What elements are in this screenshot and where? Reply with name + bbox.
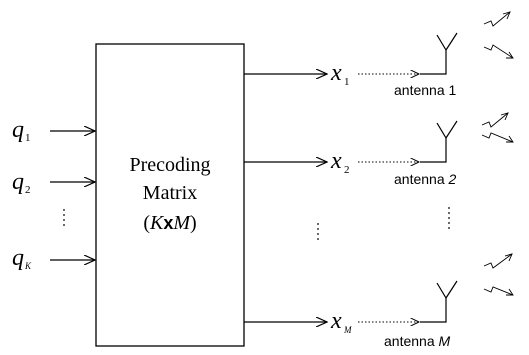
output-x1-symbol: x: [330, 60, 342, 86]
antenna-M-radio-wave-icons: [483, 253, 514, 296]
antenna-vertical-ellipsis: [448, 207, 450, 229]
output-x1: x 1: [244, 60, 419, 88]
input-q2: q 2: [12, 169, 95, 196]
input-q2-symbol: q: [12, 169, 24, 195]
output-x1-subscript: 1: [344, 76, 350, 88]
input-q2-subscript: 2: [25, 184, 31, 196]
input-q1: q 1: [12, 117, 95, 144]
input-qK-symbol: q: [12, 245, 24, 271]
antenna-1-label: antenna 1: [394, 82, 457, 98]
output-xM-symbol: x: [330, 308, 342, 334]
antenna-2-radio-wave-icons: [481, 112, 514, 143]
antenna-1: antenna 1: [394, 11, 514, 98]
input-qK-subscript: K: [24, 261, 32, 271]
output-xM-subscript: M: [343, 325, 352, 335]
antenna-M-icon: [420, 280, 458, 323]
antenna-2: antenna 2: [394, 112, 514, 187]
input-qK: q K: [12, 245, 95, 271]
input-q1-symbol: q: [12, 117, 24, 143]
antenna-2-icon: [420, 120, 458, 163]
output-vertical-ellipsis: [317, 223, 319, 240]
output-xM: x M: [244, 308, 419, 335]
antenna-2-label: antenna 2: [394, 171, 457, 187]
matrix-label-line1: Precoding: [129, 154, 210, 176]
precoding-matrix-box: [95, 43, 245, 347]
output-x2-symbol: x: [330, 148, 342, 174]
matrix-dimension-label: (KxM): [143, 212, 196, 234]
input-q1-subscript: 1: [25, 132, 31, 144]
antenna-M: antenna M: [384, 253, 514, 349]
antenna-M-label: antenna M: [384, 333, 451, 349]
input-vertical-ellipsis: [63, 209, 65, 226]
matrix-label-line2: Matrix: [143, 182, 197, 204]
antenna-1-icon: [420, 32, 458, 75]
output-x2-subscript: 2: [344, 164, 350, 176]
antenna-1-radio-wave-icons: [483, 11, 514, 59]
output-x2: x 2: [244, 148, 419, 176]
